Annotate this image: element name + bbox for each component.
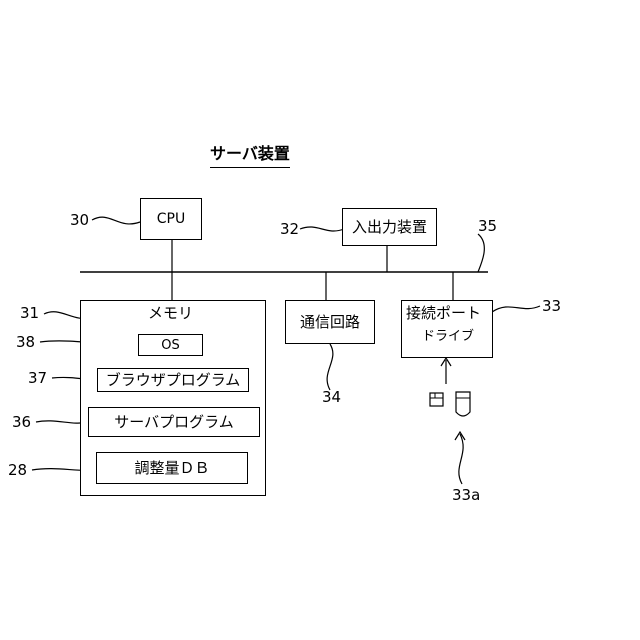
os-box: OS	[138, 334, 203, 356]
leader-33	[492, 306, 540, 312]
port-label: 接続ポート	[406, 306, 481, 321]
port-ref: 33	[542, 299, 561, 314]
leader-33a	[459, 434, 463, 484]
usb-media-icon	[456, 392, 470, 416]
leader-30	[92, 217, 140, 224]
cpu-label: CPU	[157, 212, 185, 226]
leader-32	[300, 227, 344, 231]
io-device-ref: 32	[280, 222, 299, 237]
port-sub-label: ドライブ	[422, 330, 474, 343]
io-device-box: 入出力装置	[342, 208, 437, 246]
adjustment-db-ref: 28	[8, 463, 27, 478]
leader-35	[478, 234, 484, 272]
server-program-ref: 36	[12, 415, 31, 430]
page-title: サーバ装置	[210, 140, 290, 168]
memory-ref: 31	[20, 306, 39, 321]
comm-circuit-label: 通信回路	[300, 315, 360, 330]
memory-label: メモリ	[148, 306, 193, 321]
adjustment-db-box: 調整量ＤＢ	[96, 452, 248, 484]
server-program-box: サーバプログラム	[88, 407, 260, 437]
cpu-ref: 30	[70, 213, 89, 228]
io-device-label: 入出力装置	[352, 220, 427, 235]
card-media-icon	[430, 393, 443, 406]
browser-program-label: ブラウザプログラム	[106, 373, 241, 388]
browser-program-box: ブラウザプログラム	[97, 368, 249, 392]
server-program-label: サーバプログラム	[114, 415, 233, 430]
comm-circuit-box: 通信回路	[285, 300, 375, 344]
media-ref: 33a	[452, 488, 480, 503]
os-ref: 38	[16, 335, 35, 350]
browser-program-ref: 37	[28, 371, 47, 386]
adjustment-db-label: 調整量ＤＢ	[134, 461, 209, 476]
arrow-33a-head	[455, 432, 465, 440]
cpu-box: CPU	[140, 198, 202, 240]
comm-circuit-ref: 34	[322, 390, 341, 405]
os-label: OS	[161, 339, 179, 352]
bus-ref: 35	[478, 219, 497, 234]
leader-34	[327, 344, 333, 390]
